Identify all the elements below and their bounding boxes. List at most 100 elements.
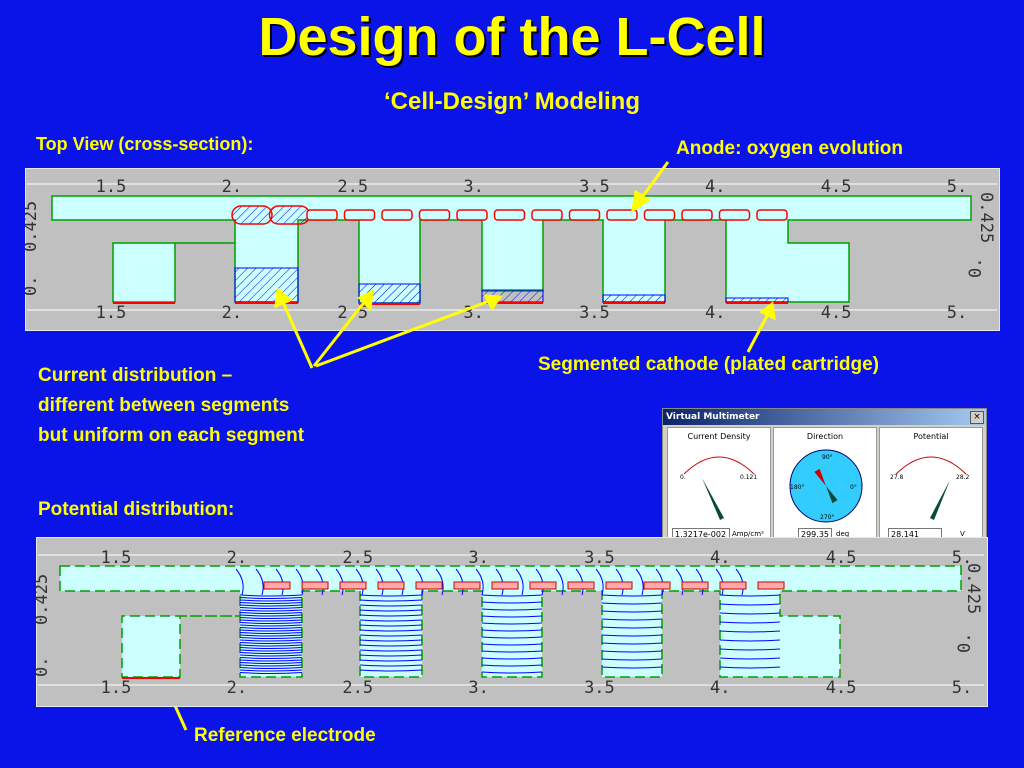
compass-east-label: 0° bbox=[850, 484, 857, 491]
top-anode-1 bbox=[268, 205, 311, 225]
contour-line-70 bbox=[719, 594, 781, 597]
compass-needle-north bbox=[814, 468, 826, 486]
contour-line-71 bbox=[719, 603, 781, 606]
bot-anode-9 bbox=[605, 581, 633, 590]
contour-line-73 bbox=[719, 621, 781, 624]
slide-title: Design of the L-Cell bbox=[258, 7, 766, 67]
contour-line-3 bbox=[239, 602, 303, 604]
top-upper-tick-6: 4.5 bbox=[821, 177, 852, 197]
bot-anode-11 bbox=[681, 581, 709, 590]
top-anode-11 bbox=[643, 209, 676, 221]
potential-scale-arc bbox=[895, 456, 967, 475]
contour-line-33 bbox=[359, 599, 423, 602]
contour-line-97 bbox=[595, 568, 604, 596]
contour-line-58 bbox=[481, 664, 543, 667]
top-anode-13 bbox=[718, 209, 751, 221]
contour-line-48 bbox=[481, 594, 543, 597]
top-anode-segments bbox=[231, 205, 788, 225]
current-distribution-line-1: Current distribution – bbox=[38, 365, 233, 386]
contour-line-75 bbox=[719, 639, 781, 642]
contour-line-20 bbox=[239, 644, 303, 647]
contour-line-6 bbox=[239, 609, 303, 612]
close-icon[interactable]: × bbox=[970, 411, 984, 424]
bot-upper-tick-2: 2.5 bbox=[342, 548, 373, 568]
contour-line-10 bbox=[239, 619, 303, 622]
direction-unit: deg bbox=[836, 530, 850, 538]
potential-label: Potential bbox=[913, 432, 949, 441]
contour-line-46 bbox=[359, 664, 423, 667]
bot-anode-7 bbox=[529, 581, 557, 590]
contour-line-1 bbox=[239, 597, 303, 599]
bot-lower-tick-2: 2.5 bbox=[342, 678, 373, 698]
bottom-anode-segments bbox=[263, 581, 785, 590]
bot-upper-tick-7: 5. bbox=[952, 548, 972, 568]
contour-line-99 bbox=[635, 568, 644, 596]
current-density-needle bbox=[702, 478, 724, 520]
contour-line-35 bbox=[359, 609, 423, 612]
virtual-multimeter-window[interactable]: Virtual Multimeter × Current Density 0. … bbox=[662, 408, 987, 542]
potential-max: 28.2 bbox=[956, 474, 970, 481]
contour-line-44 bbox=[359, 654, 423, 657]
contour-line-32 bbox=[359, 594, 423, 597]
top-lower-tick-2: 2.5 bbox=[337, 303, 368, 323]
anode-label: Anode: oxygen evolution bbox=[676, 138, 903, 159]
bot-y-tick-right-0425: 0.425 bbox=[963, 563, 983, 614]
bot-lower-tick-1: 2. bbox=[227, 678, 247, 698]
top-y-tick-left-0: 0. bbox=[25, 276, 41, 296]
contour-line-43 bbox=[359, 649, 423, 652]
top-anode-4 bbox=[381, 209, 413, 221]
contour-line-74 bbox=[719, 630, 781, 633]
current-hatch-segment-3 bbox=[481, 289, 544, 303]
current-density-gauge bbox=[683, 456, 755, 520]
bot-anode-5 bbox=[453, 581, 481, 590]
contour-line-40 bbox=[359, 634, 423, 637]
contour-line-18 bbox=[239, 639, 303, 642]
bot-upper-tick-1: 2. bbox=[227, 548, 247, 568]
contour-line-59 bbox=[481, 671, 543, 674]
bot-anode-3 bbox=[377, 581, 405, 590]
compass-west-label: 180° bbox=[790, 484, 805, 491]
bot-lower-tick-7: 5. bbox=[952, 678, 972, 698]
top-anode-5 bbox=[418, 209, 451, 221]
contour-line-62 bbox=[601, 610, 663, 613]
contour-line-49 bbox=[481, 601, 543, 604]
top-upper-tick-4: 3.5 bbox=[579, 177, 610, 197]
contour-line-50 bbox=[481, 608, 543, 611]
contour-line-53 bbox=[481, 629, 543, 632]
contour-line-21 bbox=[239, 647, 303, 649]
contour-line-63 bbox=[601, 618, 663, 621]
contour-line-41 bbox=[359, 639, 423, 642]
top-upper-tick-2: 2.5 bbox=[337, 177, 368, 197]
contour-line-7 bbox=[239, 612, 303, 614]
top-y-tick-left-0425: 0.425 bbox=[25, 201, 41, 252]
contour-line-11 bbox=[239, 622, 303, 624]
bot-upper-tick-5: 4. bbox=[710, 548, 730, 568]
contour-line-25 bbox=[239, 657, 303, 659]
bot-upper-tick-3: 3. bbox=[468, 548, 488, 568]
top-anode-6 bbox=[456, 209, 488, 221]
contour-line-56 bbox=[481, 650, 543, 653]
current-density-min: 0. bbox=[680, 474, 686, 481]
compass-needle-south bbox=[826, 486, 838, 504]
reference-electrode-label: Reference electrode bbox=[194, 725, 376, 746]
bot-anode-10 bbox=[643, 581, 671, 590]
contour-line-79 bbox=[235, 568, 244, 596]
top-lower-tick-6: 4.5 bbox=[821, 303, 852, 323]
top-y-tick-right-0425: 0.425 bbox=[976, 192, 996, 243]
top-lower-tick-4: 3.5 bbox=[579, 303, 610, 323]
current-density-max: 0.121 bbox=[740, 474, 758, 481]
contour-line-4 bbox=[239, 604, 303, 607]
current-density-unit: Amp/cm² bbox=[732, 530, 764, 538]
top-lower-tick-5: 4. bbox=[705, 303, 725, 323]
contour-line-31 bbox=[239, 672, 303, 674]
top-anode-2 bbox=[306, 209, 338, 221]
compass-north-label: 90° bbox=[822, 454, 833, 461]
current-distribution-line-3: but uniform on each segment bbox=[38, 425, 305, 446]
top-upper-tick-1: 2. bbox=[222, 177, 242, 197]
contour-line-66 bbox=[601, 642, 663, 645]
potential-distribution-label: Potential distribution: bbox=[38, 499, 235, 520]
contour-line-39 bbox=[359, 629, 423, 632]
contour-line-51 bbox=[481, 615, 543, 618]
